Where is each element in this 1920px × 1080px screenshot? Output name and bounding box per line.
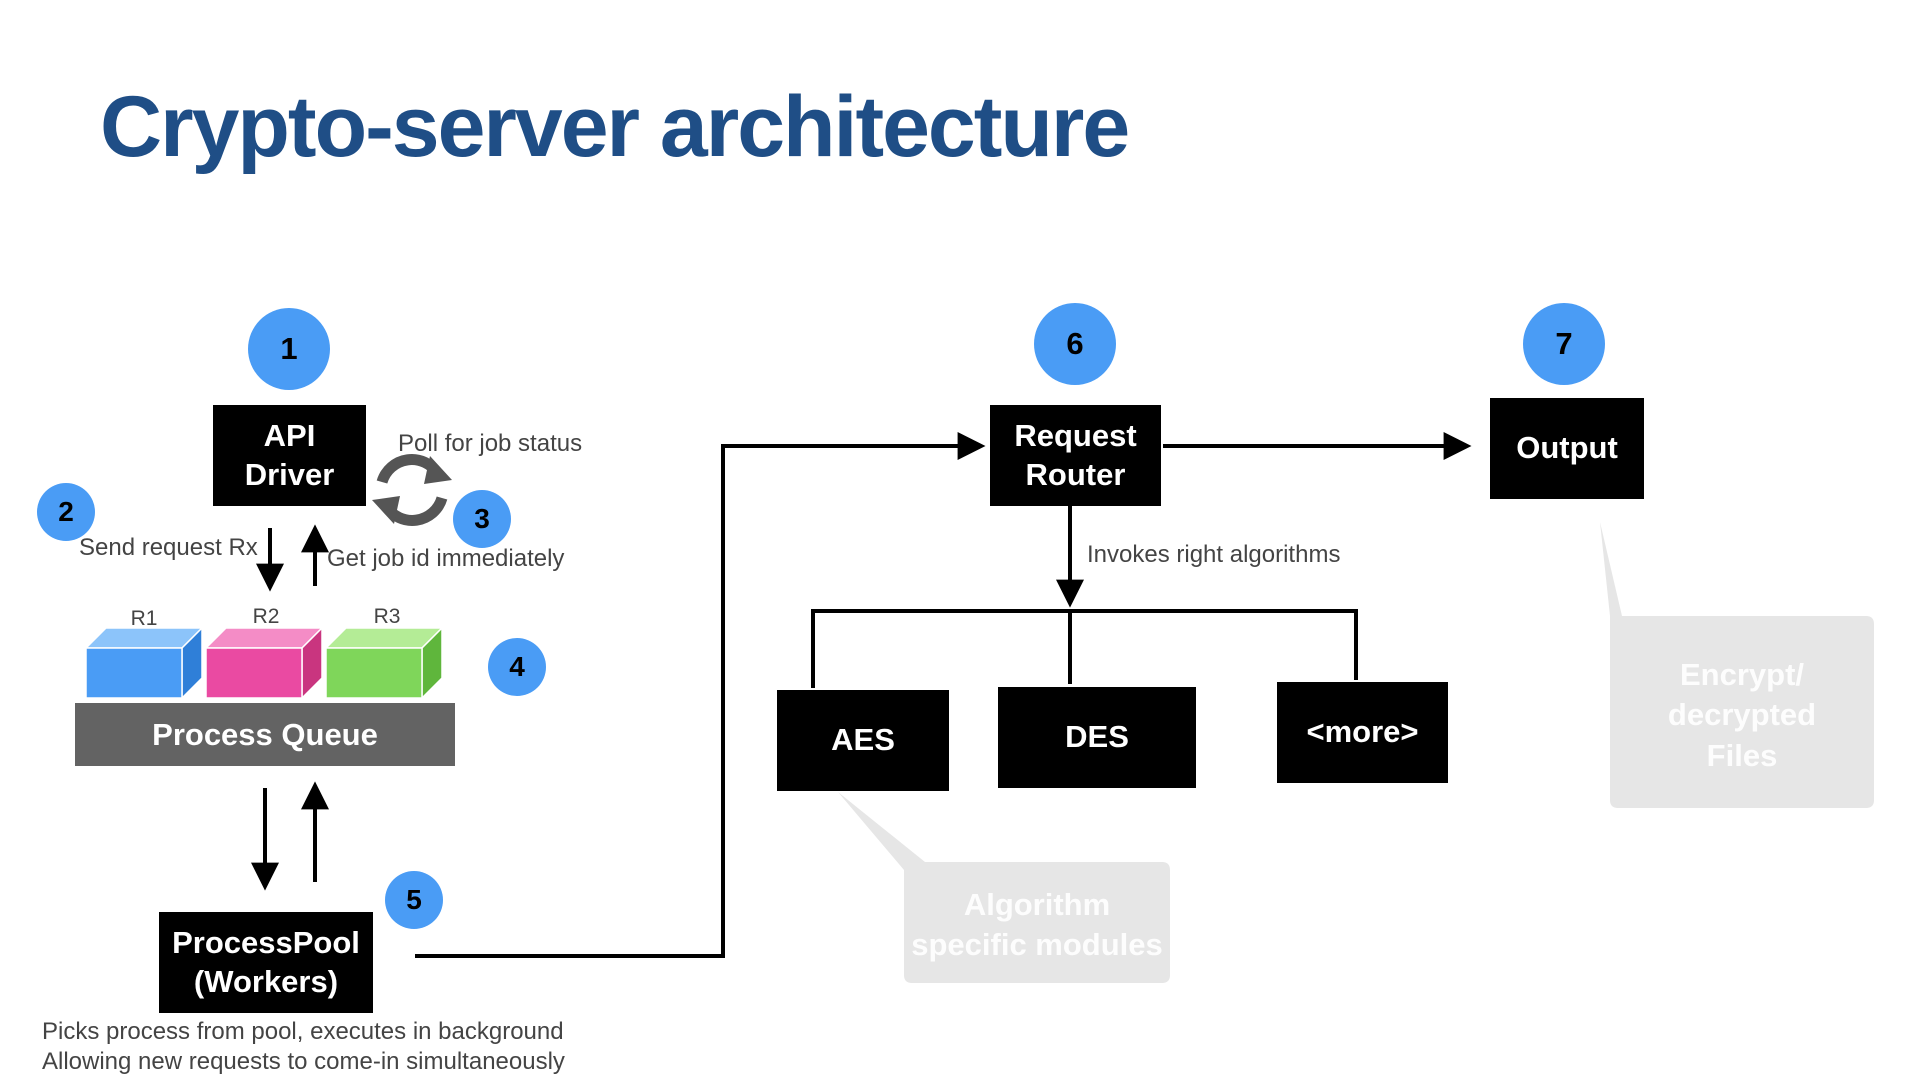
callout-files-text: Encrypt/ decrypted Files xyxy=(1610,655,1874,776)
des-box: DES xyxy=(998,687,1196,788)
process-queue-bar: Process Queue xyxy=(75,703,455,766)
callout-algorithm-label: Algorithm specific modules xyxy=(911,887,1163,963)
aes-box: AES xyxy=(777,690,949,791)
aes-label: AES xyxy=(831,722,895,758)
callout-files-label: Encrypt/ decrypted Files xyxy=(1667,657,1817,773)
queue-item-r3-label: R3 xyxy=(373,605,401,628)
callout-algorithm-shape xyxy=(838,792,1170,983)
step-badge-7: 7 xyxy=(1523,303,1605,385)
api-driver-box: API Driver xyxy=(213,405,366,506)
step-badge-4: 4 xyxy=(488,638,546,696)
poll-status-label: Poll for job status xyxy=(398,430,583,457)
step-badge-1: 1 xyxy=(248,308,330,390)
queue-item-r3-cube xyxy=(324,626,444,700)
get-job-id-label: Get job id immediately xyxy=(327,545,565,572)
queue-item-r1-label: R1 xyxy=(130,607,158,630)
more-label: <more> xyxy=(1306,714,1419,750)
callout-algorithm-text: Algorithm specific modules xyxy=(904,885,1170,966)
output-label: Output xyxy=(1516,430,1618,466)
note-line-1: Picks process from pool, executes in bac… xyxy=(42,1018,564,1045)
request-router-box: Request Router xyxy=(990,405,1161,506)
process-pool-box: ProcessPool (Workers) xyxy=(159,912,373,1013)
des-label: DES xyxy=(1065,719,1129,755)
pool-to-router-connector xyxy=(415,432,986,958)
page-title: Crypto-server architecture xyxy=(100,79,1130,175)
more-box: <more> xyxy=(1277,682,1448,783)
algorithm-tree-bus xyxy=(811,609,1358,688)
step-badge-3: 3 xyxy=(453,490,511,548)
step-badge-2: 2 xyxy=(37,483,95,541)
output-box: Output xyxy=(1490,398,1644,499)
step-badge-6: 6 xyxy=(1034,303,1116,385)
api-driver-label: API Driver xyxy=(244,417,335,492)
invokes-algorithms-label: Invokes right algorithms xyxy=(1087,541,1341,568)
queue-item-r1-cube xyxy=(84,626,204,700)
process-queue-label: Process Queue xyxy=(152,716,378,752)
note-line-2: Allowing new requests to come-in simulta… xyxy=(42,1048,565,1075)
request-router-label: Request Router xyxy=(1014,417,1137,492)
step-badge-5: 5 xyxy=(385,871,443,929)
callout-files-shape xyxy=(1600,522,1874,808)
send-request-label: Send request Rx xyxy=(79,534,258,561)
process-pool-label: ProcessPool (Workers) xyxy=(172,924,360,999)
queue-item-r2-label: R2 xyxy=(252,605,280,628)
refresh-icon xyxy=(372,454,452,526)
queue-item-r2-cube xyxy=(204,626,324,700)
